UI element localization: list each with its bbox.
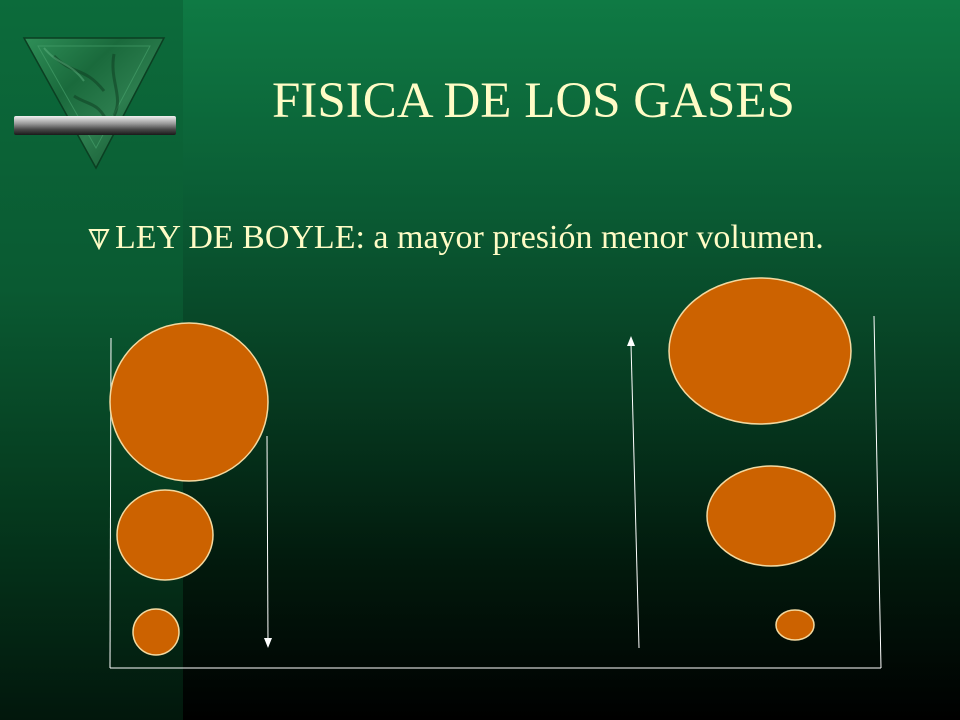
up-arrow-icon xyxy=(627,336,640,649)
right-container-wall xyxy=(873,315,882,669)
medium-gas-circle-right xyxy=(706,465,836,567)
green-marble-triangle-logo-icon xyxy=(14,37,176,170)
down-arrow-icon xyxy=(264,435,272,648)
small-gas-circle-right xyxy=(775,609,815,641)
large-gas-circle-right xyxy=(668,277,852,425)
medium-gas-circle xyxy=(116,489,214,581)
bullet-text: LEY DE BOYLE: a mayor presión menor volu… xyxy=(115,219,824,256)
slide-title: FISICA DE LOS GASES xyxy=(272,73,795,129)
down-triangle-bullet-icon xyxy=(88,229,110,250)
small-gas-circle xyxy=(132,608,180,656)
large-gas-circle xyxy=(109,322,269,482)
